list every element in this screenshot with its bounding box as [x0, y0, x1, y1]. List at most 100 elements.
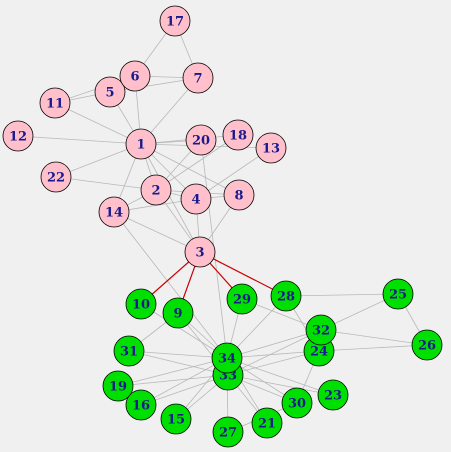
node-2: 2	[140, 174, 172, 206]
node-label: 34	[218, 352, 236, 367]
node-circle	[185, 124, 217, 156]
node-circle	[251, 407, 283, 439]
edge-24-26	[318, 344, 428, 352]
node-label: 11	[46, 97, 64, 112]
node-4: 4	[180, 183, 212, 215]
node-circle	[125, 128, 157, 160]
edge-26-32	[320, 329, 428, 346]
node-circle	[2, 120, 34, 152]
node-circle	[226, 283, 258, 315]
node-34: 34	[211, 342, 243, 374]
node-32: 32	[305, 314, 337, 346]
node-circle	[159, 5, 191, 37]
node-label: 12	[9, 130, 27, 145]
node-1: 1	[125, 128, 157, 160]
node-circle	[184, 236, 216, 268]
node-circle	[94, 76, 126, 108]
node-19: 19	[102, 370, 134, 402]
node-circle	[222, 119, 254, 151]
edge-32-34	[226, 329, 322, 359]
node-22: 22	[40, 161, 72, 193]
node-label: 32	[312, 324, 330, 339]
node-8: 8	[223, 179, 255, 211]
node-28: 28	[270, 280, 302, 312]
node-label: 30	[288, 397, 306, 412]
node-label: 3	[195, 246, 204, 261]
edge-1-3	[140, 143, 201, 253]
node-label: 23	[324, 389, 342, 404]
node-label: 14	[105, 206, 123, 221]
node-label: 9	[173, 307, 182, 322]
node-label: 31	[120, 345, 138, 360]
node-circle	[270, 280, 302, 312]
node-25: 25	[382, 278, 414, 310]
node-9: 9	[162, 297, 194, 329]
node-label: 18	[229, 129, 247, 144]
node-label: 15	[167, 413, 185, 428]
node-circle	[113, 335, 145, 367]
node-7: 7	[182, 62, 214, 94]
node-label: 26	[418, 339, 436, 354]
node-circle	[102, 370, 134, 402]
node-12: 12	[2, 120, 34, 152]
edge-31-34	[128, 350, 228, 359]
node-23: 23	[317, 379, 349, 411]
node-label: 21	[258, 417, 276, 432]
node-label: 25	[389, 288, 407, 303]
node-label: 10	[132, 298, 150, 313]
node-3: 3	[184, 236, 216, 268]
node-circle	[211, 342, 243, 374]
node-18: 18	[222, 119, 254, 151]
node-circle	[40, 161, 72, 193]
node-circle	[305, 314, 337, 346]
edge-1-11	[54, 102, 142, 145]
node-29: 29	[226, 283, 258, 315]
node-circle	[162, 297, 194, 329]
node-11: 11	[39, 87, 71, 119]
edge-32-33	[227, 329, 322, 376]
node-label: 22	[47, 171, 65, 186]
edge-25-28	[285, 293, 399, 297]
node-circle	[317, 379, 349, 411]
node-21: 21	[251, 407, 283, 439]
node-circle	[411, 329, 443, 361]
node-label: 20	[192, 134, 210, 149]
edge-10-34	[140, 303, 228, 359]
node-6: 6	[119, 60, 151, 92]
node-30: 30	[281, 387, 313, 419]
edge-31-33	[128, 350, 229, 376]
node-circle	[140, 174, 172, 206]
node-label: 4	[191, 193, 200, 208]
node-label: 8	[234, 189, 243, 204]
node-circle	[182, 62, 214, 94]
node-10: 10	[125, 288, 157, 320]
node-17: 17	[159, 5, 191, 37]
edge-3-14	[113, 211, 201, 253]
edge-14-34	[113, 211, 228, 359]
edge-19-34	[117, 357, 228, 387]
node-label: 16	[132, 399, 150, 414]
node-31: 31	[113, 335, 145, 367]
node-label: 6	[130, 70, 139, 85]
node-circle	[255, 132, 287, 164]
node-26: 26	[411, 329, 443, 361]
node-label: 27	[219, 426, 237, 441]
bridge-edge-3-28	[199, 251, 287, 297]
node-label: 28	[277, 290, 295, 305]
edge-1-12	[17, 135, 142, 145]
node-27: 27	[212, 416, 244, 448]
node-16: 16	[125, 389, 157, 421]
node-label: 29	[233, 293, 251, 308]
node-circle	[223, 179, 255, 211]
node-circle	[39, 87, 71, 119]
edge-16-34	[140, 357, 228, 406]
node-label: 2	[151, 184, 160, 199]
edge-1-8	[140, 143, 240, 196]
edge-19-33	[117, 374, 229, 387]
edge-23-33	[227, 374, 334, 396]
node-20: 20	[185, 124, 217, 156]
node-15: 15	[160, 403, 192, 435]
node-label: 17	[166, 15, 184, 30]
